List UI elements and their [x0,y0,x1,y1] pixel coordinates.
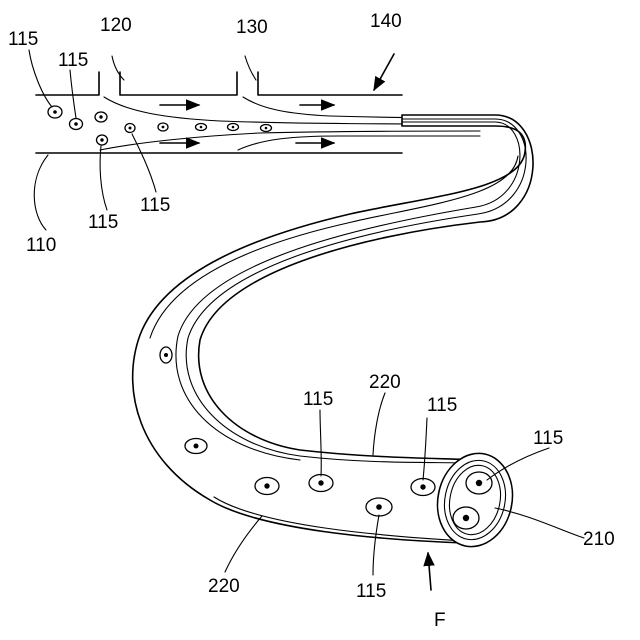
cell [48,106,62,118]
cell [366,498,392,516]
arrow-F-icon [428,553,431,590]
cell [453,507,479,529]
cell [95,112,107,122]
cell [228,124,239,131]
label-130: 130 [236,17,268,38]
leader-115-c [100,146,107,210]
cell [97,135,108,145]
cell [255,478,279,495]
flow-line-lower-outer [100,131,480,150]
channel-top-wall-right [258,72,402,95]
leader-110 [34,155,48,230]
leader-115-a [29,50,52,107]
cell [185,439,207,454]
arrow-140-icon [374,54,394,90]
leader-130 [245,56,256,80]
label-115: 115 [58,50,88,71]
channel-top-wall [36,72,99,95]
leader-120 [112,56,124,80]
cell [261,125,272,132]
leader-115-b [70,70,76,118]
label-110: 110 [26,235,56,256]
cell [160,347,172,363]
channel-walls [36,72,402,153]
leader-220-top [373,393,385,455]
flow-line-lower-inner [238,136,480,150]
labels: 115 115 120 130 140 115 115 110 220 115 … [8,11,615,631]
cell [466,472,492,494]
channel-top-wall-mid [120,72,237,95]
label-115: 115 [88,212,118,233]
label-115: 115 [303,389,333,410]
cell [196,124,207,131]
cell [309,475,333,492]
leader-220-bottom [225,516,262,572]
cell [158,123,168,131]
label-115: 115 [356,581,386,602]
label-115: 115 [140,195,170,216]
label-220: 220 [208,576,240,597]
label-220: 220 [369,372,401,393]
label-120: 120 [100,15,132,36]
label-115: 115 [533,428,563,449]
label-115: 115 [427,395,457,416]
cell [125,124,135,133]
label-F: F [434,610,446,631]
label-140: 140 [370,11,402,32]
label-115: 115 [8,29,38,50]
label-210: 210 [583,529,615,550]
cell [70,119,83,130]
cell [411,479,435,496]
